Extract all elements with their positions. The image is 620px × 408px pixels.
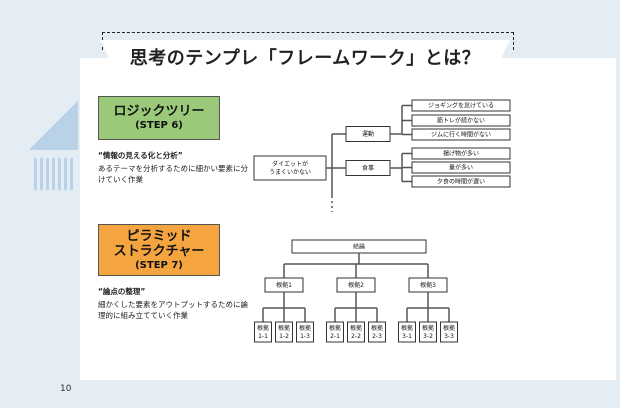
page-number: 10 (60, 384, 72, 394)
decorative-triangle (30, 100, 78, 150)
pyramid-sub-ground-box (368, 321, 386, 343)
pyramid-ground-label: 根拠3 (420, 281, 436, 289)
pyramid-sub-ground-box (419, 321, 437, 343)
pyramid-sub-ground-box (347, 321, 365, 343)
pyramid-sub-ground-box (296, 321, 314, 343)
pyramid-description: 細かくした要素をアウトプットするために論理的に組み立てていく作業 (98, 300, 248, 320)
pyramid-sub-ground-label: 根拠 (299, 324, 311, 332)
logic-tree-root-label: うまくいかない (269, 169, 311, 176)
logic-tree-leaf-label: 量が多い (449, 164, 473, 172)
pyramid-sub-ground-label: 根拠 (371, 324, 383, 332)
pyramid-title-line1: ピラミッド (126, 228, 192, 244)
logic-tree-step: (STEP 6) (135, 120, 183, 131)
title-banner: 思考のテンプレ「フレームワーク」とは？ (100, 40, 510, 74)
logic-tree-heading: ロジックツリー (STEP 6) (98, 96, 220, 140)
logic-tree-branch-label: 食事 (362, 164, 374, 172)
logic-tree-leaf-label: 夕食の時間が遅い (437, 178, 485, 186)
logic-tree-leaf-box (411, 128, 511, 141)
pyramid-sub-ground-label: 2-3 (372, 333, 382, 340)
pyramid-conclusion-label: 結論 (353, 243, 365, 251)
pyramid-sub-ground-label: 3-2 (423, 333, 433, 340)
pyramid-sub-ground-label: 根拠 (422, 324, 434, 332)
logic-tree-description-block: “情報の見える化と分析” あるテーマを分析するために細かい要素に分けていく作業 (98, 150, 248, 185)
pyramid-sub-ground-box (440, 321, 458, 343)
logic-tree-leaf-label: 筋トレが続かない (437, 117, 485, 125)
logic-tree-quote: “情報の見える化と分析” (98, 151, 183, 160)
pyramid-sub-ground-label: 根拠 (257, 324, 269, 332)
decorative-stripes (34, 158, 76, 190)
pyramid-sub-ground-label: 2-1 (330, 333, 340, 340)
pyramid-sub-ground-label: 3-3 (444, 333, 454, 340)
pyramid-heading: ピラミッド ストラクチャー (STEP 7) (98, 224, 220, 276)
pyramid-sub-ground-box (254, 321, 272, 343)
pyramid-sub-ground-label: 根拠 (443, 324, 455, 332)
logic-tree-leaf-box (411, 147, 511, 160)
logic-tree-leaf-label: ジムに行く時間がない (431, 131, 491, 139)
pyramid-sub-ground-label: 1-1 (258, 333, 268, 340)
pyramid-sub-ground-label: 根拠 (278, 324, 290, 332)
pyramid-ground-label: 根拠2 (348, 281, 364, 289)
pyramid-sub-ground-label: 3-1 (402, 333, 412, 340)
pyramid-sub-ground-label: 根拠 (401, 324, 413, 332)
pyramid-sub-ground-label: 1-2 (279, 333, 289, 340)
logic-tree-leaf-label: 揚げ物が多い (443, 150, 479, 158)
pyramid-step: (STEP 7) (135, 259, 183, 271)
pyramid-description-block: “論点の整理” 細かくした要素をアウトプットするために論理的に組み立てていく作業 (98, 286, 248, 321)
logic-tree-description: あるテーマを分析するために細かい要素に分けていく作業 (98, 164, 248, 184)
pyramid-sub-ground-box (398, 321, 416, 343)
logic-tree-root-box (253, 155, 327, 181)
pyramid-sub-ground-label: 根拠 (329, 324, 341, 332)
pyramid-ground-label: 根拠1 (276, 281, 292, 289)
logic-tree-root-label: ダイエットが (272, 160, 308, 168)
logic-tree-leaf-box (411, 99, 511, 112)
pyramid-title-line2: ストラクチャー (113, 243, 205, 259)
logic-tree-leaf-box (411, 161, 511, 174)
pyramid-sub-ground-box (326, 321, 344, 343)
logic-tree-branch-label: 運動 (362, 130, 374, 138)
logic-tree-leaf-label: ジョギングを怠けている (428, 102, 494, 110)
logic-tree-leaf-box (411, 114, 511, 127)
pyramid-sub-ground-box (275, 321, 293, 343)
page-title: 思考のテンプレ「フレームワーク」とは？ (129, 48, 481, 69)
logic-tree-leaf-box (411, 175, 511, 188)
logic-tree-title: ロジックツリー (113, 104, 205, 119)
pyramid-sub-ground-label: 根拠 (350, 324, 362, 332)
pyramid-sub-ground-label: 2-2 (351, 333, 361, 340)
pyramid-quote: “論点の整理” (98, 287, 146, 296)
pyramid-sub-ground-label: 1-3 (300, 333, 310, 340)
